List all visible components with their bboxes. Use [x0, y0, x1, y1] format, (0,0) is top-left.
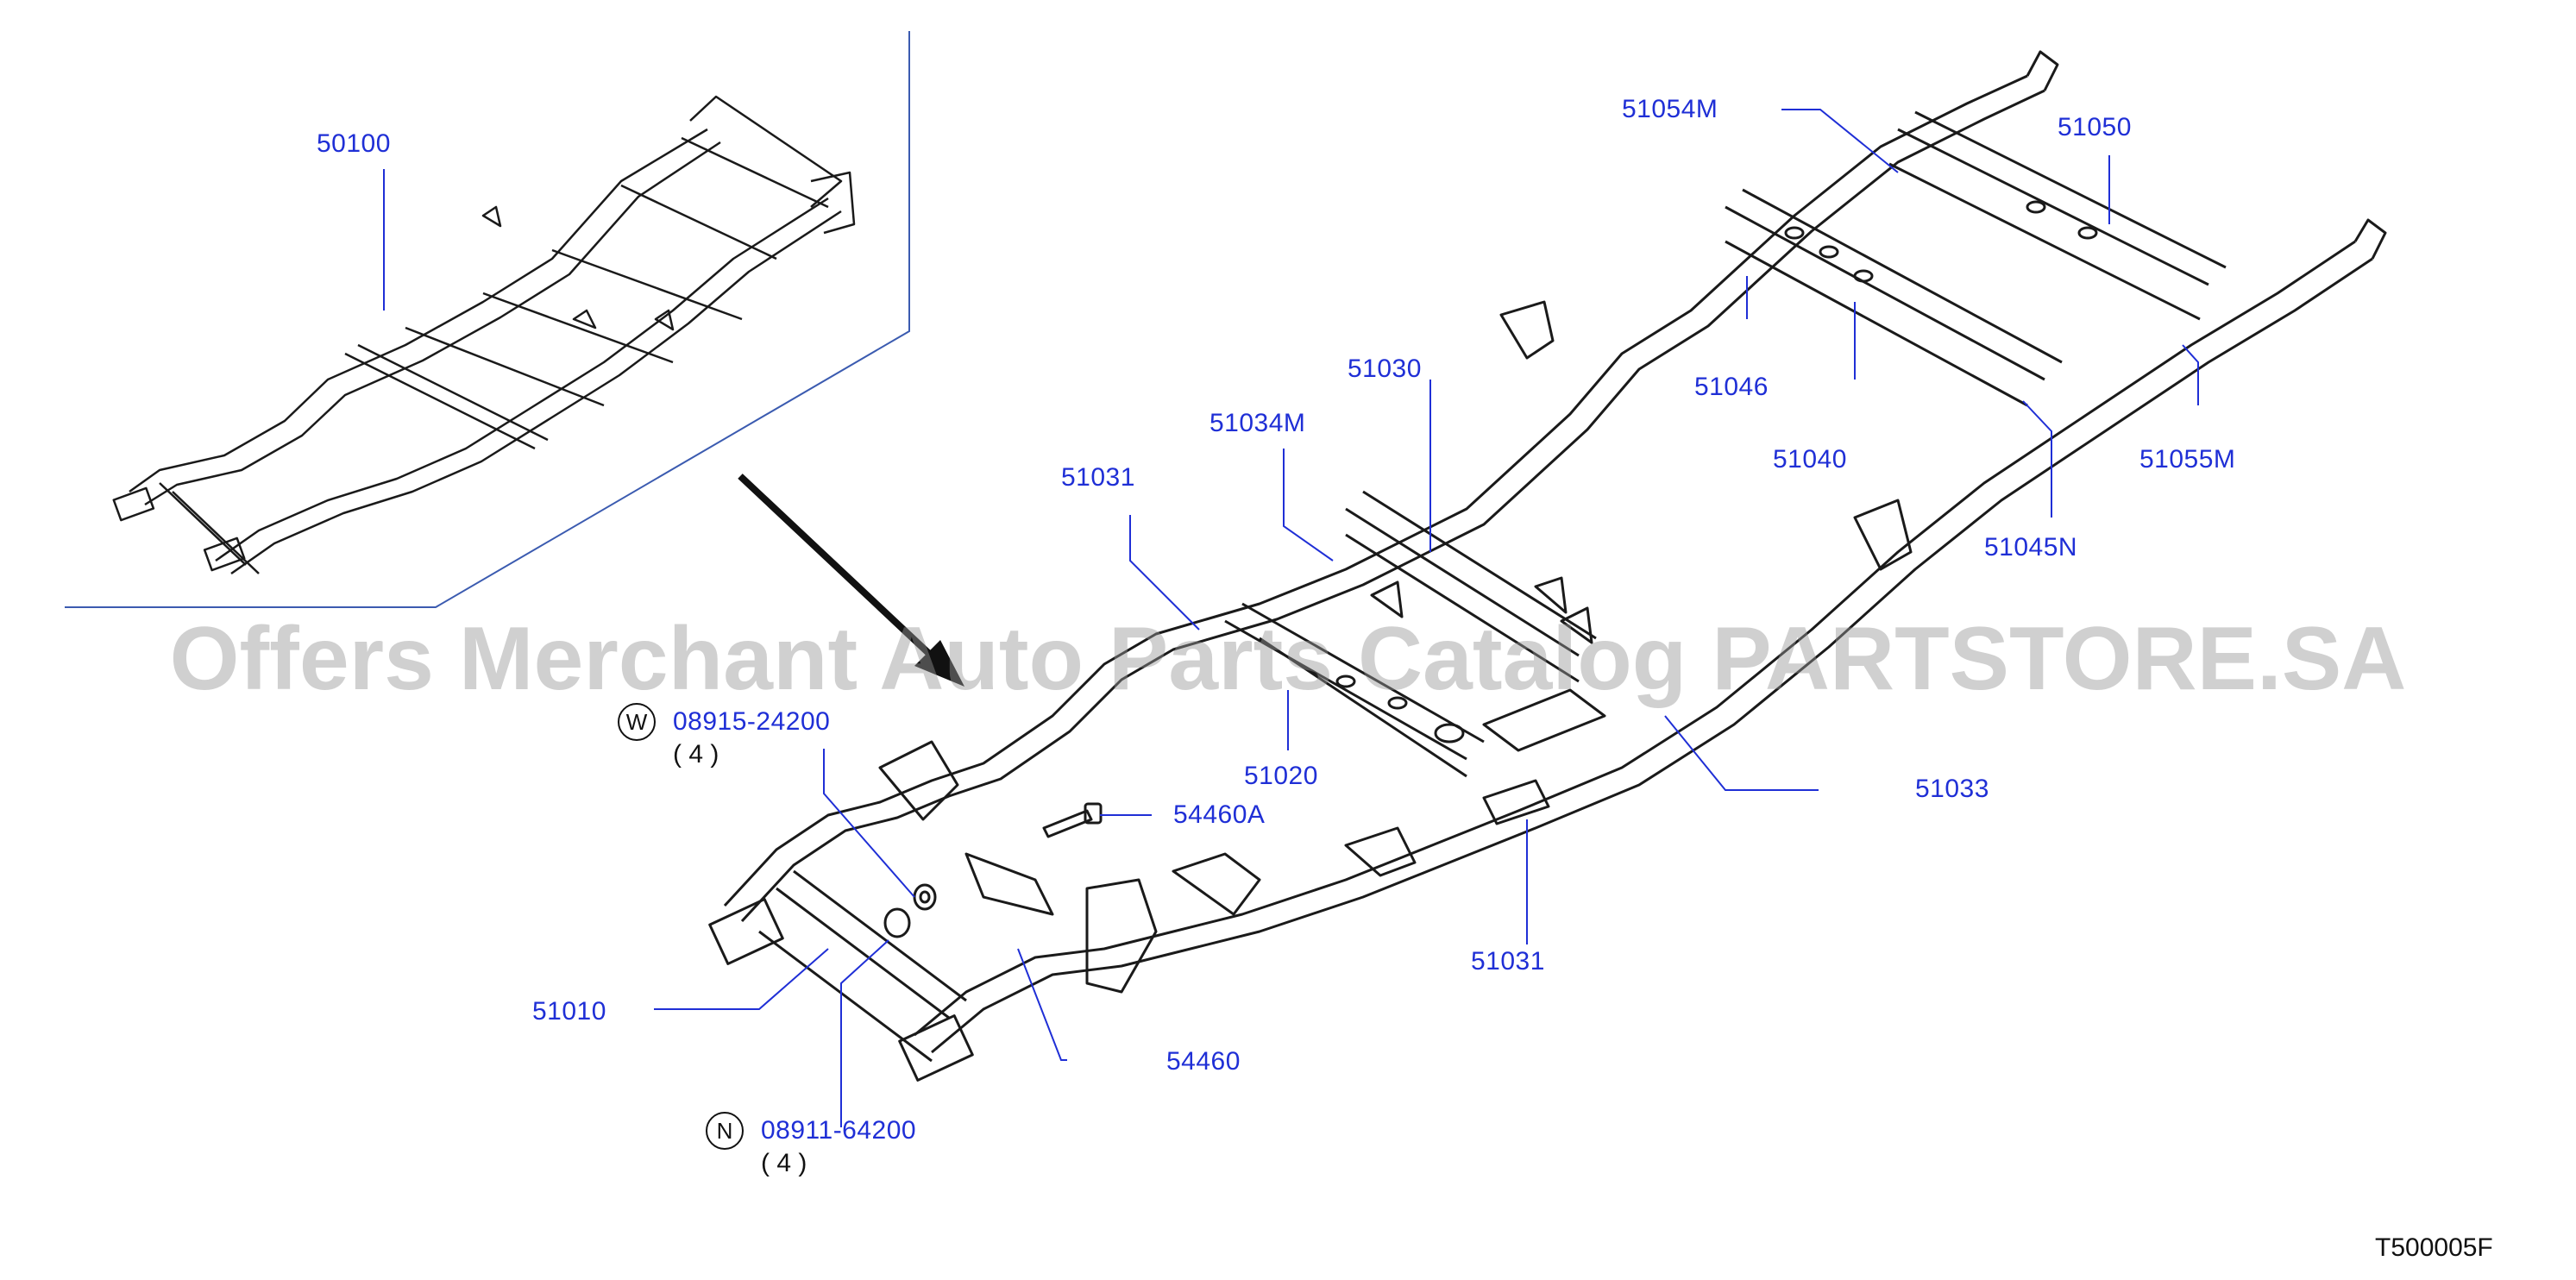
callout-51050[interactable]: 51050: [2058, 113, 2132, 141]
callout-51033[interactable]: 51033: [1915, 775, 1989, 803]
inset-frame-sketch: [112, 95, 856, 575]
diagram-code: T500005F: [2375, 1233, 2493, 1262]
callout-08911-64200[interactable]: 08911-64200: [761, 1116, 917, 1145]
callout-08915-24200[interactable]: 08915-24200: [673, 707, 831, 736]
callout-51046[interactable]: 51046: [1694, 373, 1769, 401]
callout-51055M[interactable]: 51055M: [2139, 445, 2236, 474]
callout-54460[interactable]: 54460: [1166, 1047, 1241, 1076]
callout-51034M[interactable]: 51034M: [1209, 409, 1306, 437]
fastener-w-symbol: W: [618, 703, 656, 741]
leader-lines: [383, 109, 2199, 1127]
inset-divider: [65, 31, 910, 608]
direction-arrow: [738, 474, 964, 687]
callout-51040[interactable]: 51040: [1773, 445, 1847, 474]
callout-51020[interactable]: 51020: [1244, 762, 1318, 790]
callout-51030[interactable]: 51030: [1348, 355, 1422, 383]
callout-50100[interactable]: 50100: [317, 129, 391, 158]
callout-51054M[interactable]: 51054M: [1622, 95, 1718, 123]
callout-51010[interactable]: 51010: [532, 997, 606, 1026]
callout-51031-top[interactable]: 51031: [1061, 463, 1135, 492]
fastener-n-symbol: N: [706, 1112, 744, 1150]
callout-51045N[interactable]: 51045N: [1984, 533, 2078, 562]
fastener-n-quantity: ( 4 ): [761, 1149, 807, 1177]
main-frame-sketch: [708, 50, 2387, 1082]
fastener-w-quantity: ( 4 ): [673, 740, 719, 769]
callout-54460A[interactable]: 54460A: [1173, 800, 1266, 829]
callout-51031-bottom[interactable]: 51031: [1471, 947, 1545, 976]
